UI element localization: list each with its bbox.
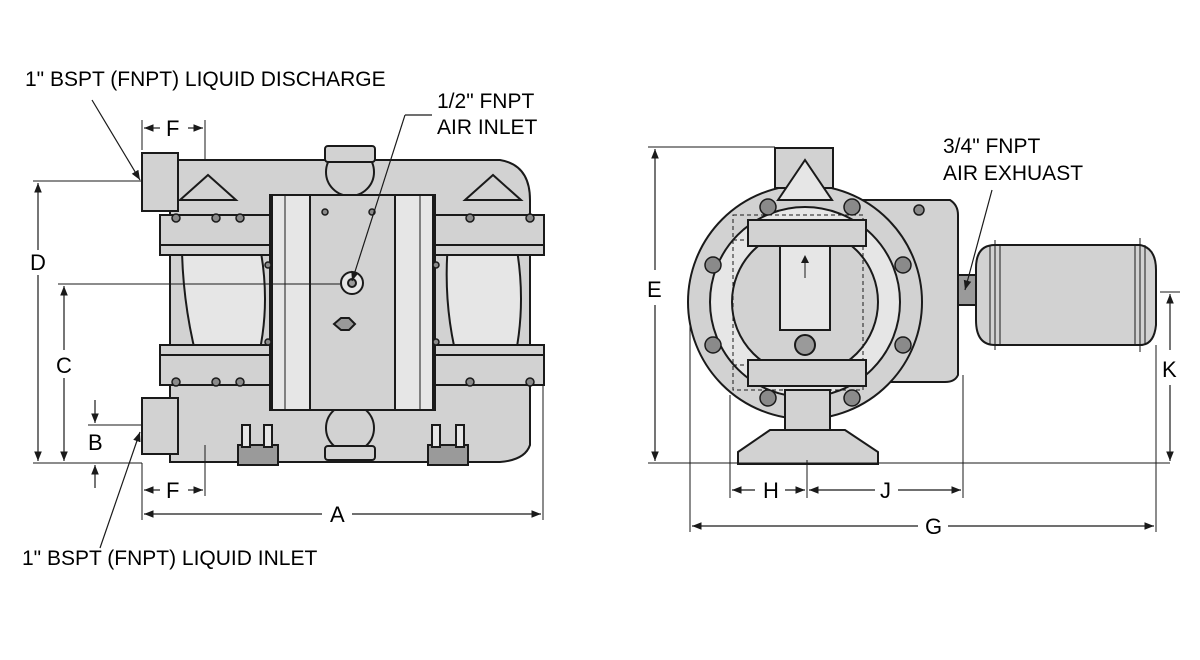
dim-k-label: K [1162,357,1177,382]
dim-e-label: E [647,277,662,302]
front-callouts: 1" BSPT (FNPT) LIQUID DISCHARGE 1/2" FNP… [22,68,538,570]
air-inlet-label-line2: AIR INLET [437,116,538,139]
discharge-port [141,152,179,212]
air-inlet-label-line1: 1/2" FNPT [437,90,534,113]
inlet-port [141,397,179,455]
front-view [141,145,545,466]
dim-c-label: C [56,353,72,378]
side-view [687,147,1157,465]
discharge-label: 1" BSPT (FNPT) LIQUID DISCHARGE [25,68,386,91]
exhaust-nipple [957,274,977,306]
lower-clamp-band [747,359,867,387]
base-plate [737,429,879,465]
hex-nut [332,317,357,331]
muffler [975,244,1157,346]
dim-f-top-label: F [166,116,179,141]
dim-g-label: G [925,514,942,539]
upper-clamp-band [747,219,867,247]
front-dimension-lines: D C B F F A [30,116,544,527]
side-callouts: 3/4" FNPT AIR EXHUAST [943,135,1083,291]
dim-j-label: J [880,478,891,503]
dim-a-label: A [330,502,345,527]
air-exhaust-label-line2: AIR EXHUAST [943,162,1083,185]
inlet-label: 1" BSPT (FNPT) LIQUID INLET [22,547,317,570]
right-upper-clamp [431,214,545,246]
dim-d-label: D [30,250,46,275]
dim-b-label: B [88,430,103,455]
right-foot [427,444,469,466]
left-foot [237,444,279,466]
bottom-ball-housing [325,403,375,453]
air-exhaust-label-line1: 3/4" FNPT [943,135,1040,158]
dim-h-label: H [763,478,779,503]
dim-f-bottom-label: F [166,478,179,503]
side-dimension-lines: E K H J G [647,146,1180,539]
